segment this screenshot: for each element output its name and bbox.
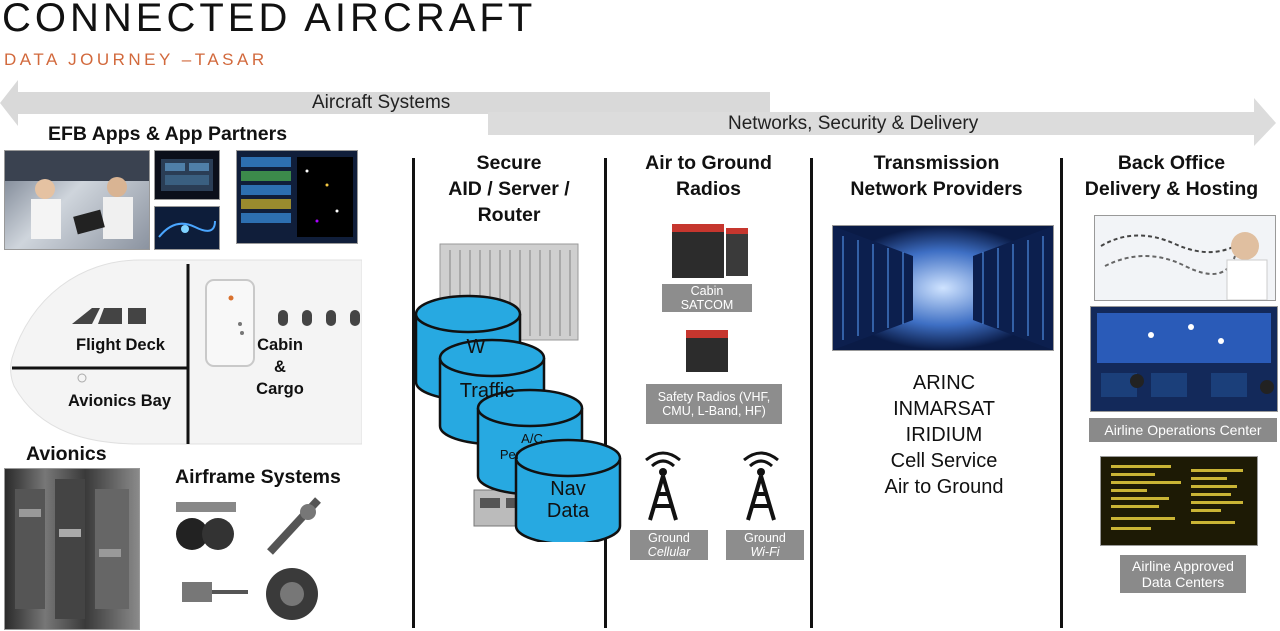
- cylinder-traffic-label: Traffic: [459, 380, 515, 402]
- amp-label: &: [274, 358, 286, 376]
- avionics-heading: Avionics: [26, 443, 107, 465]
- secure-heading-line3: Router: [477, 204, 541, 226]
- flight-deck-label: Flight Deck: [76, 336, 165, 354]
- provider-inmarsat: INMARSAT: [893, 398, 995, 420]
- network-providers-list: ARINC INMARSAT IRIDIUM Cell Service Air …: [813, 370, 1075, 500]
- cabin-satcom-line2: SATCOM: [680, 298, 734, 312]
- airline-approved-data-centers-label: Airline Approved Data Centers: [1120, 555, 1246, 593]
- cylinder-nav-line2: Data: [546, 500, 590, 522]
- map-man-photo: [1094, 215, 1276, 301]
- ground-cellular-line1: Ground: [648, 531, 690, 545]
- ground-wifi-label: Ground Wi-Fi: [726, 530, 804, 560]
- cylinder-weather-label: W: [466, 336, 486, 358]
- secure-heading-line1: Secure: [476, 152, 542, 174]
- airframe-components: [176, 497, 321, 620]
- transmission-heading: Transmission Network Providers: [813, 150, 1060, 202]
- efb-app-screen-1: [154, 150, 220, 200]
- operations-center-photo: [1090, 306, 1278, 412]
- radios-heading-line2: Radios: [675, 178, 741, 200]
- provider-air-to-ground: Air to Ground: [884, 476, 1004, 498]
- efb-heading: EFB Apps & App Partners: [48, 123, 288, 145]
- efb-app-screen-2: [154, 206, 220, 250]
- data-centers-line1: Airline Approved: [1132, 558, 1234, 574]
- cockpit-pilots-photo: [4, 150, 150, 250]
- actuator-illustration: [182, 582, 248, 602]
- cabin-satcom-line1: Cabin: [690, 284, 724, 298]
- flow-arrows: [0, 80, 1276, 146]
- cylinder-nav-line1: Nav: [550, 478, 586, 500]
- ground-cellular-line2: Cellular: [647, 545, 691, 559]
- radios-heading-line1: Air to Ground: [645, 152, 772, 174]
- safety-radio-device: [686, 330, 728, 372]
- arrow-label-networks: Networks, Security & Delivery: [728, 113, 979, 134]
- efb-app-screen-3: [236, 150, 358, 244]
- divider-1: [412, 158, 415, 628]
- arrow-label-aircraft-systems: Aircraft Systems: [312, 92, 451, 113]
- data-centers-line2: Data Centers: [1141, 574, 1225, 590]
- cabin-cargo-label: Cabin & Cargo: [250, 334, 310, 400]
- page-subtitle: DATA JOURNEY –TASAR: [4, 50, 268, 69]
- provider-arinc: ARINC: [912, 372, 976, 394]
- ground-wifi-line1: Ground: [744, 531, 786, 545]
- secure-heading: Secure AID / Server / Router: [415, 150, 603, 228]
- left-arrow-shape: [0, 80, 770, 126]
- ground-cellular-label: Ground Cellular: [630, 530, 708, 560]
- cylinder-ac-label: A/C: [521, 431, 543, 446]
- data-center-code-photo: [1100, 456, 1258, 546]
- transmission-heading-line2: Network Providers: [850, 178, 1023, 200]
- cabin-satcom-label: Cabin SATCOM: [662, 284, 752, 312]
- cargo-label: Cargo: [256, 380, 304, 398]
- landing-gear-illustration: [176, 502, 236, 550]
- divider-3: [810, 158, 813, 628]
- provider-iridium: IRIDIUM: [905, 424, 983, 446]
- sensor-probe-illustration: [267, 497, 321, 555]
- cellular-tower-icon: [645, 451, 681, 521]
- radios-heading: Air to Ground Radios: [607, 150, 810, 202]
- safety-radios-line2: CMU, L-Band, HF): [662, 404, 766, 418]
- cylinder-nav-label: Nav Data: [534, 478, 602, 522]
- pilots-illustration: [5, 151, 149, 239]
- airframe-heading: Airframe Systems: [175, 466, 341, 488]
- ground-wifi-line2: Wi-Fi: [750, 545, 780, 559]
- secure-heading-line2: AID / Server /: [448, 178, 570, 200]
- provider-cell-service: Cell Service: [890, 450, 998, 472]
- backoffice-heading-line1: Back Office: [1117, 152, 1226, 174]
- airline-operations-center-label: Airline Operations Center: [1089, 418, 1277, 442]
- divider-4: [1060, 158, 1063, 628]
- safety-radios-label: Safety Radios (VHF, CMU, L-Band, HF): [646, 384, 782, 424]
- page-title: CONNECTED AIRCRAFT: [2, 0, 537, 40]
- avionics-bay-label: Avionics Bay: [68, 392, 172, 410]
- divider-2: [604, 158, 607, 628]
- cylinder-perf-label: Per: [499, 447, 521, 462]
- avionics-rack-photo: [4, 468, 140, 630]
- backoffice-heading-line2: Delivery & Hosting: [1084, 178, 1259, 200]
- safety-radios-line1: Safety Radios (VHF,: [657, 390, 771, 404]
- right-arrow-shape: [488, 98, 1276, 146]
- aircraft-fuselage: [10, 259, 362, 445]
- engine-part-illustration: [266, 568, 318, 620]
- datacenter-photo: [832, 225, 1054, 351]
- transmission-heading-line1: Transmission: [873, 152, 1000, 174]
- backoffice-heading: Back Office Delivery & Hosting: [1063, 150, 1280, 202]
- cabin-label: Cabin: [257, 336, 303, 354]
- wifi-tower-icon: [743, 451, 779, 521]
- cabin-satcom-device: [672, 224, 748, 278]
